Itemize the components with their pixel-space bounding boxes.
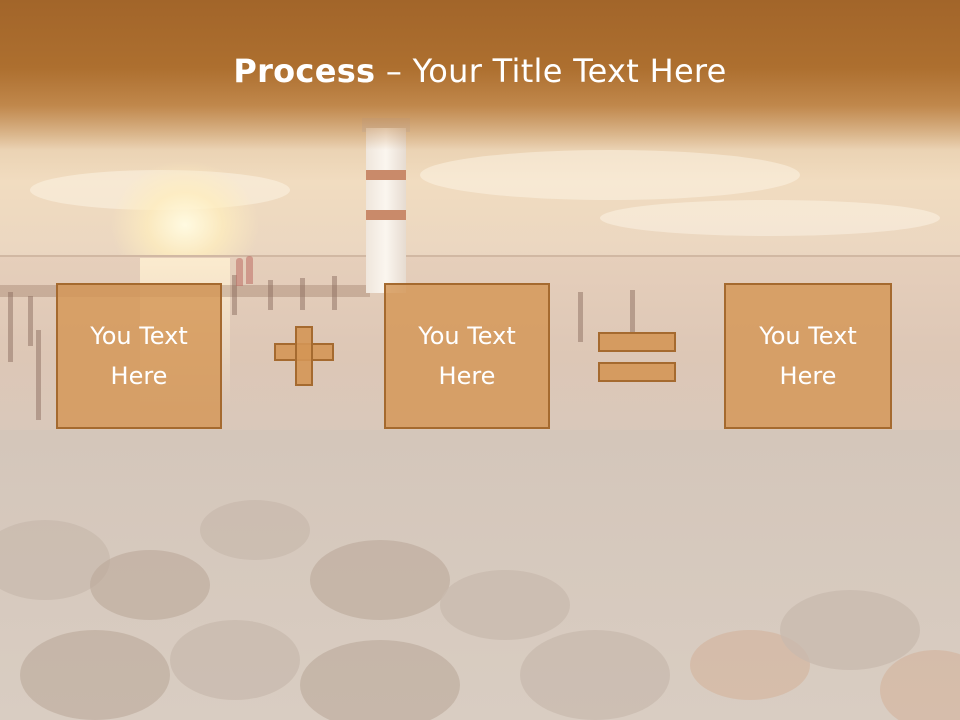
title-bold-part: Process xyxy=(233,52,376,90)
process-box-1[interactable]: You Text Here xyxy=(56,283,222,429)
process-box-3-line1: You Text xyxy=(759,322,857,350)
pier-post xyxy=(630,290,635,334)
pier-post xyxy=(36,330,41,420)
background-person xyxy=(236,258,243,286)
pier-post xyxy=(8,292,13,362)
pier-post xyxy=(232,275,237,315)
process-box-3[interactable]: You Text Here xyxy=(724,283,892,429)
background-horizon xyxy=(0,255,960,257)
process-box-1-line2: Here xyxy=(110,362,168,390)
background-cloud xyxy=(600,200,940,236)
pier-post xyxy=(28,296,33,346)
process-box-1-line1: You Text xyxy=(90,322,188,350)
background-person xyxy=(246,256,253,284)
process-box-3-line2: Here xyxy=(779,362,837,390)
process-box-2[interactable]: You Text Here xyxy=(384,283,550,429)
title-separator: – xyxy=(375,52,413,90)
background-cloud xyxy=(420,150,800,200)
pier-post xyxy=(300,278,305,310)
slide-title[interactable]: Process – Your Title Text Here xyxy=(0,52,960,90)
pier-post xyxy=(268,280,273,310)
background-rocks xyxy=(0,430,960,720)
process-box-2-line2: Here xyxy=(438,362,496,390)
title-rest: Your Title Text Here xyxy=(412,52,727,90)
process-box-2-line1: You Text xyxy=(418,322,516,350)
pier-post xyxy=(578,292,583,342)
pier-post xyxy=(332,276,337,310)
title-banner xyxy=(0,0,960,150)
